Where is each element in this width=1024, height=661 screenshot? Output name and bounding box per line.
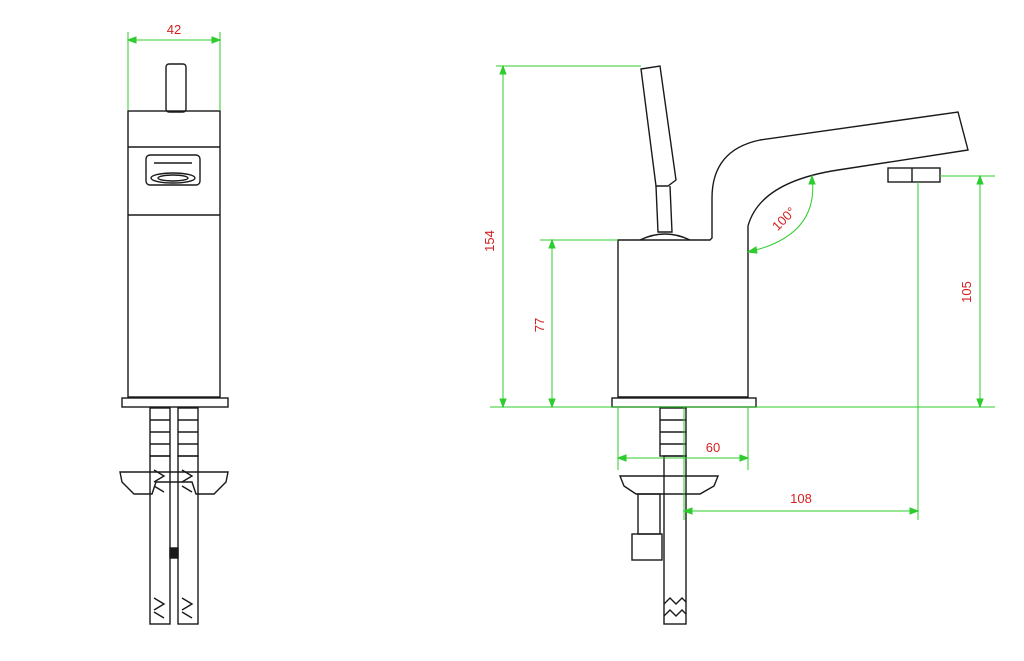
body-height-label: 77 (532, 318, 547, 332)
front-aerator (145, 154, 201, 186)
side-view (611, 65, 969, 625)
front-fittings (149, 407, 199, 457)
spout-height-label: 105 (959, 281, 974, 303)
front-lever-stem (165, 63, 187, 113)
front-mounting-bracket (119, 471, 229, 495)
front-supply-hoses (149, 455, 199, 625)
side-supply-hose (663, 455, 687, 625)
side-body (617, 111, 969, 398)
side-nut (631, 533, 663, 561)
side-mounting-bracket (618, 475, 720, 495)
side-fittings (659, 407, 687, 457)
side-lever-handle (640, 65, 677, 187)
angle-label: 100° (769, 204, 799, 234)
side-aerator (887, 167, 941, 183)
total-height-label: 154 (482, 230, 497, 252)
body-depth-label: 60 (706, 440, 720, 455)
front-width-label: 42 (167, 22, 181, 37)
spout-reach-label: 108 (790, 491, 812, 506)
side-base-plate (611, 397, 757, 408)
front-view (119, 63, 229, 625)
front-base-plate (121, 397, 229, 408)
side-dimensions (490, 64, 995, 520)
side-threaded-rod (637, 493, 661, 535)
front-width-dimension (126, 32, 222, 110)
front-body (127, 110, 221, 398)
